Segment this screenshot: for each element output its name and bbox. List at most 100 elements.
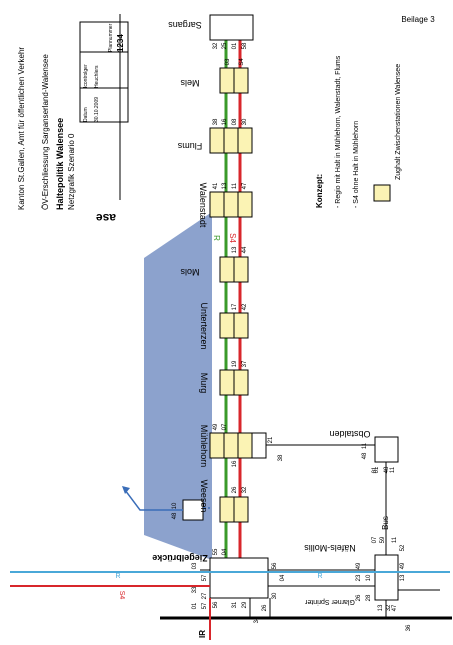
svg-text:16: 16: [222, 118, 228, 125]
svg-text:32: 32: [213, 42, 219, 49]
svg-text:49: 49: [213, 423, 219, 430]
box-mels-a: [219, 67, 235, 94]
station-mols: Mols: [180, 267, 200, 277]
box-weesen-a: [219, 496, 235, 523]
author-value: Heuchlers: [94, 65, 100, 88]
box-mols-a: [219, 256, 235, 283]
box-mols-b: [233, 256, 249, 283]
logo-text: ase: [96, 211, 116, 225]
svg-text:07: 07: [372, 536, 378, 543]
svg-text:04: 04: [280, 574, 286, 581]
subtitle: Netzgrafik Szenario 0: [67, 133, 76, 210]
label-r-left: R: [115, 573, 120, 580]
svg-text:42: 42: [242, 303, 248, 310]
box-murg-a: [219, 369, 235, 396]
svg-text:58: 58: [242, 42, 248, 49]
svg-text:13: 13: [222, 182, 228, 189]
svg-text:13: 13: [378, 604, 384, 611]
box-flums-b: [223, 127, 239, 154]
svg-text:01: 01: [374, 466, 380, 473]
svg-text:10: 10: [172, 502, 178, 509]
date-value: 30.10.2009: [94, 97, 100, 122]
station-unterterzen: Unterterzen: [199, 302, 209, 349]
svg-text:10: 10: [366, 574, 372, 581]
svg-text:21: 21: [268, 436, 274, 443]
box-muhlehorn-a: [209, 432, 225, 459]
svg-text:03: 03: [192, 562, 198, 569]
station-muhlehorn: Mühlehorn: [199, 425, 209, 468]
plan-label: Plannummer: [108, 23, 114, 52]
svg-text:07: 07: [222, 423, 228, 430]
lower-network: [160, 444, 452, 620]
svg-text:38: 38: [278, 454, 284, 461]
svg-text:47: 47: [392, 604, 398, 611]
svg-text:26: 26: [232, 486, 238, 493]
svg-text:16: 16: [232, 460, 238, 467]
svg-text:41: 41: [213, 182, 219, 189]
box-muhlehorn-d: [251, 432, 267, 459]
station-murg: Murg: [199, 373, 209, 394]
svg-text:48: 48: [362, 452, 368, 459]
svg-text:34: 34: [254, 616, 260, 623]
time-labels: 32 25 01 58 03 S4 38 16 08 30 41 13 11 4…: [172, 42, 412, 631]
svg-text:13: 13: [400, 574, 406, 581]
station-names: Sargans Mels Flums Walenstadt Mols Unter…: [152, 20, 370, 605]
svg-text:01: 01: [192, 602, 198, 609]
station-ziegelbrucke: Ziegelbrücke: [152, 553, 208, 563]
label-s4-left: S4: [118, 591, 125, 600]
legend-swatch: [373, 184, 391, 202]
plan-value: 1234: [116, 34, 125, 52]
box-flums-c: [237, 127, 253, 154]
lake-wedge: [144, 212, 212, 560]
svg-text:48: 48: [172, 512, 178, 519]
svg-text:01: 01: [372, 466, 378, 473]
box-walenstadt-a: [209, 191, 225, 218]
svg-text:28: 28: [366, 594, 372, 601]
station-obstalden: Obstalden: [329, 429, 370, 439]
glarner-sprinter: Glarner Sprinter: [304, 598, 354, 605]
svg-text:37: 37: [242, 360, 248, 367]
legend-text: Zughalt Zwischenstationen Walensee: [395, 64, 402, 180]
svg-text:56: 56: [213, 601, 219, 608]
svg-text:57: 57: [202, 574, 208, 581]
date-label: Datum: [83, 107, 89, 122]
svg-text:04: 04: [222, 548, 228, 555]
authority: Kanton St.Gallen, Amt für öffentlichen V…: [17, 47, 26, 210]
box-unterterzen-b: [233, 312, 249, 339]
svg-text:S4: S4: [239, 58, 245, 66]
box-muhlehorn-c: [237, 432, 253, 459]
box-weesen-b: [233, 496, 249, 523]
project: ÖV-Erschliessung Sarganserland-Walensee: [41, 54, 50, 210]
svg-text:23: 23: [356, 574, 362, 581]
svg-text:08: 08: [232, 118, 238, 125]
appendix-label: Beilage 3: [401, 15, 435, 24]
label-s4: S4: [228, 233, 237, 243]
svg-text:26: 26: [262, 604, 268, 611]
box-ziegelbrucke: [209, 557, 269, 599]
svg-text:11: 11: [390, 466, 396, 473]
bus-arrow: [124, 489, 183, 511]
box-unterterzen-a: [219, 312, 235, 339]
svg-text:49: 49: [400, 562, 406, 569]
svg-text:32: 32: [386, 604, 392, 611]
station-walenstadt: Walenstadt: [198, 183, 208, 228]
station-nafels: Näfels-Mollis: [304, 543, 356, 553]
svg-text:33: 33: [192, 586, 198, 593]
box-obstalden: [374, 436, 399, 463]
box-muhlehorn-b: [223, 432, 239, 459]
box-murg-b: [233, 369, 249, 396]
svg-text:25: 25: [222, 42, 228, 49]
station-mels: Mels: [180, 78, 200, 88]
concept-heading: Konzept:: [315, 174, 324, 208]
svg-text:56: 56: [272, 562, 278, 569]
svg-text:59: 59: [380, 536, 386, 543]
svg-text:26: 26: [356, 594, 362, 601]
svg-text:30: 30: [242, 118, 248, 125]
label-bus: Bus: [381, 516, 390, 530]
svg-text:03: 03: [225, 58, 231, 65]
box-walenstadt-b: [223, 191, 239, 218]
svg-text:13: 13: [232, 246, 238, 253]
line-labels: R S4 IR Bus R S4 R: [115, 233, 390, 638]
svg-text:11: 11: [392, 536, 398, 543]
